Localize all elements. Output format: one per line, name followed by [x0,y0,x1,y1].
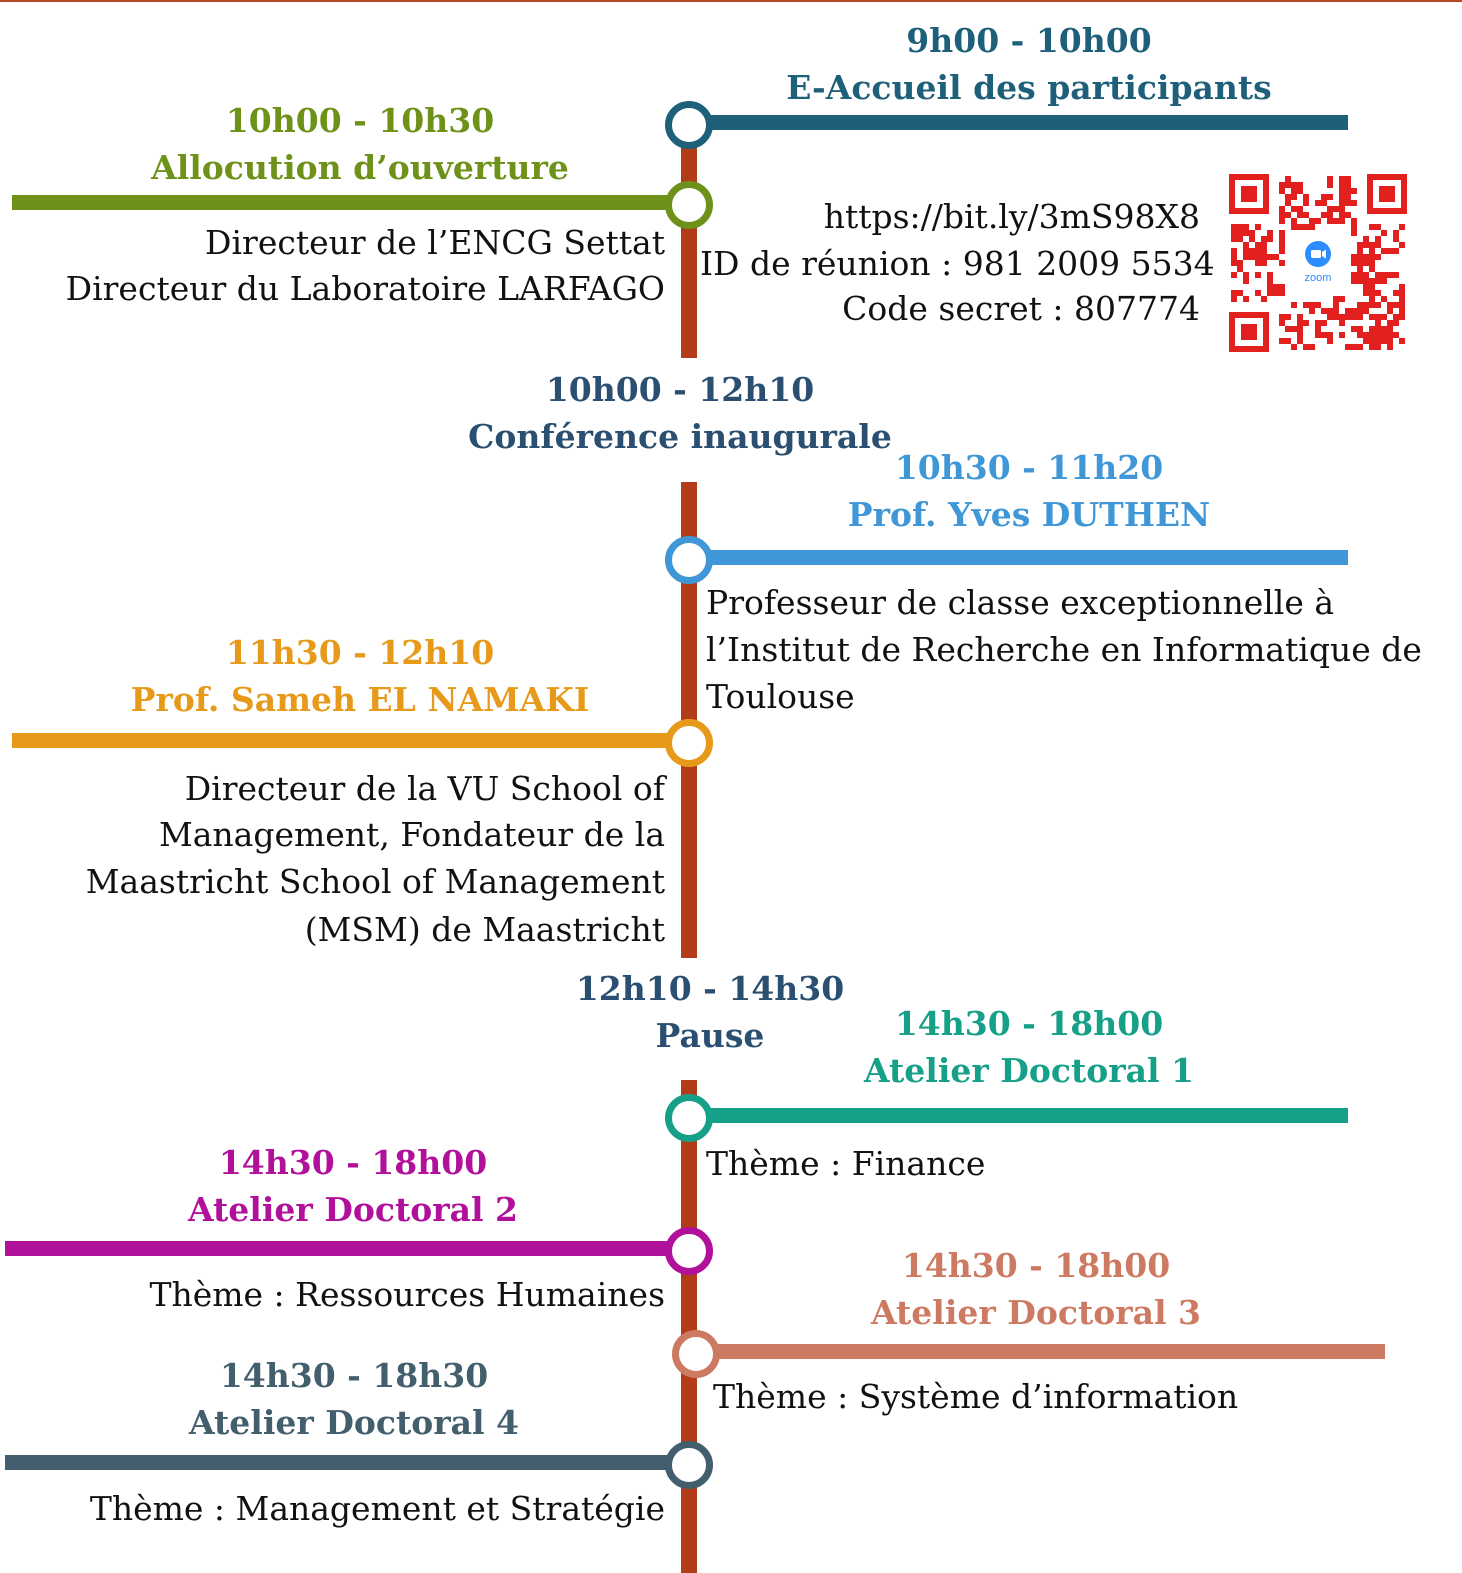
duthen-node [665,536,713,584]
atelier4-line [5,1455,690,1470]
accueil-time: 9h00 - 10h00 [906,21,1152,60]
namaki-desc-2: Management, Fondateur de la [158,815,665,854]
zoom-passcode: Code secret : 807774 [842,289,1200,328]
atelier2-theme: Thème : Ressources Humaines [149,1275,665,1314]
ouverture-speaker-1: Directeur de l’ENCG Settat [205,223,665,262]
accueil-title: E-Accueil des participants [786,68,1272,107]
namaki-line [12,733,690,748]
namaki-desc-1: Directeur de la VU School of [184,769,665,808]
accueil-line [690,115,1348,130]
atelier2-line [5,1241,690,1256]
ouverture-title: Allocution d’ouverture [151,148,569,187]
conference-title: Conférence inaugurale [468,417,892,456]
timeline-spine-3 [681,1080,697,1573]
zoom-camera-icon [1305,241,1331,267]
pause-time: 12h10 - 14h30 [575,969,845,1008]
namaki-node [665,719,713,767]
accueil-node [665,101,713,149]
conference-time: 10h00 - 12h10 [545,370,815,409]
duthen-line [690,550,1348,565]
atelier1-line [690,1108,1348,1123]
zoom-meeting-id: ID de réunion : 981 2009 5534 [700,244,1215,283]
ouverture-node [665,181,713,229]
atelier3-time: 14h30 - 18h00 [901,1246,1171,1285]
atelier4-theme: Thème : Management et Stratégie [89,1489,665,1528]
duthen-desc-3: Toulouse [706,677,855,716]
ouverture-speaker-2: Directeur du Laboratoire LARFAGO [65,269,665,308]
ouverture-time: 10h00 - 10h30 [225,101,495,140]
atelier3-title: Atelier Doctoral 3 [871,1293,1201,1332]
zoom-link[interactable]: https://bit.ly/3mS98X8 [823,197,1200,236]
atelier2-title: Atelier Doctoral 2 [188,1190,518,1229]
atelier1-theme: Thème : Finance [706,1144,986,1183]
atelier4-node [665,1441,713,1489]
namaki-desc-4: (MSM) de Maastricht [304,910,665,949]
zoom-qr-code[interactable]: zoom [1229,174,1407,352]
ouverture-line [12,195,690,210]
duthen-title: Prof. Yves DUTHEN [847,495,1211,534]
atelier3-node [672,1330,720,1378]
atelier1-time: 14h30 - 18h00 [894,1004,1164,1043]
duthen-time: 10h30 - 11h20 [894,448,1164,487]
zoom-badge-label: zoom [1305,272,1332,284]
namaki-time: 11h30 - 12h10 [225,633,495,672]
atelier3-theme: Thème : Système d’information [713,1377,1239,1416]
atelier4-title: Atelier Doctoral 4 [189,1403,519,1442]
duthen-desc-1: Professeur de classe exceptionnelle à [706,583,1335,622]
namaki-title: Prof. Sameh EL NAMAKI [130,680,590,719]
atelier3-line [697,1344,1385,1359]
pause-title: Pause [655,1016,765,1055]
top-border [0,0,1462,2]
atelier2-node [665,1227,713,1275]
atelier2-time: 14h30 - 18h00 [218,1143,488,1182]
namaki-desc-3: Maastricht School of Management [85,862,665,901]
atelier1-node [665,1094,713,1142]
atelier4-time: 14h30 - 18h30 [219,1356,489,1395]
duthen-desc-2: l’Institut de Recherche en Informatique … [706,630,1422,669]
atelier1-title: Atelier Doctoral 1 [864,1051,1194,1090]
timeline-spine-1 [681,130,697,358]
